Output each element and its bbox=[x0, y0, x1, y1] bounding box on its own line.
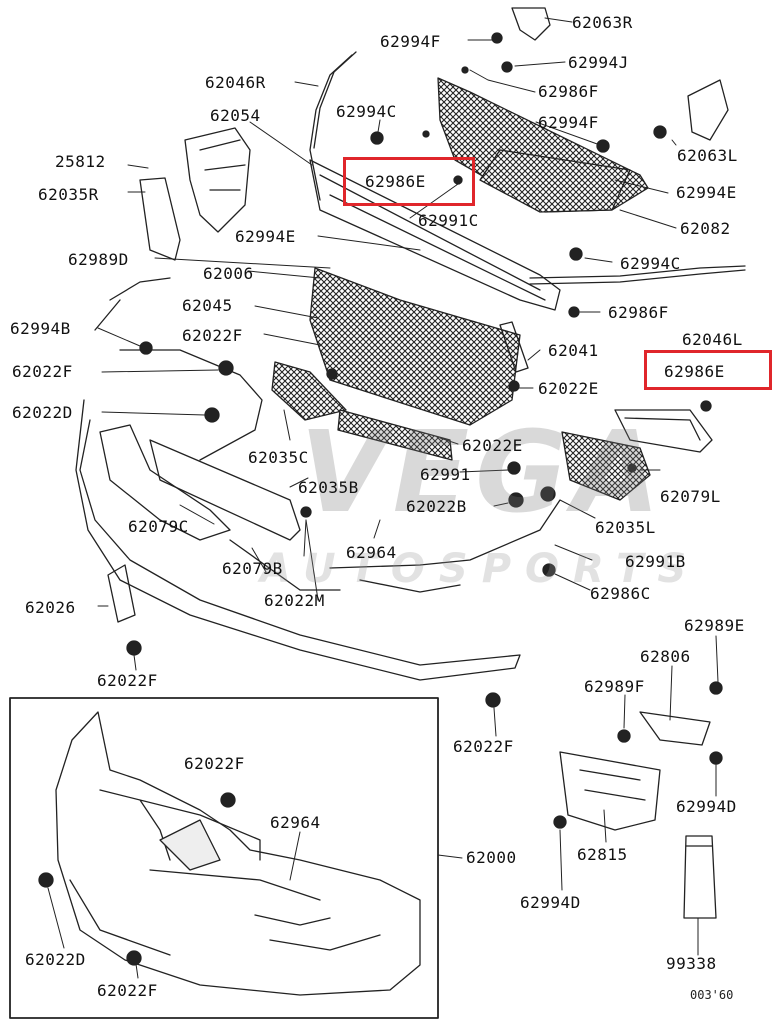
label-62022f-c: 62022F bbox=[97, 671, 158, 690]
label-62079b: 62079B bbox=[222, 559, 283, 578]
label-62045: 62045 bbox=[182, 296, 233, 315]
label-62026: 62026 bbox=[25, 598, 76, 617]
left-grille-strip bbox=[271, 361, 347, 421]
upper-grille-lower-mesh bbox=[479, 149, 631, 213]
label-62022e-b: 62022E bbox=[462, 436, 523, 455]
label-62022f-d: 62022F bbox=[453, 737, 514, 756]
assembled-bumper bbox=[55, 711, 421, 996]
label-62035c: 62035C bbox=[248, 448, 309, 467]
bracket-25812 bbox=[184, 127, 251, 233]
label-62022d-a: 62022D bbox=[12, 403, 73, 422]
right-grille-62035l bbox=[561, 431, 651, 501]
label-62986c: 62986C bbox=[590, 584, 651, 603]
highlight-62986e-right bbox=[644, 350, 772, 390]
label-62989d: 62989D bbox=[68, 250, 129, 269]
highlight-62986e-left bbox=[343, 157, 475, 206]
label-62994d-bottom: 62994D bbox=[520, 893, 581, 912]
bracket-62806 bbox=[639, 711, 711, 746]
label-62022m: 62022M bbox=[264, 591, 325, 610]
label-62994b: 62994B bbox=[10, 319, 71, 338]
bracket-62063l bbox=[687, 79, 729, 141]
label-62989e: 62989E bbox=[684, 616, 745, 635]
left-lamp-cover bbox=[149, 439, 301, 541]
label-99338: 99338 bbox=[666, 954, 717, 973]
label-62986f-mid: 62986F bbox=[608, 303, 669, 322]
label-62035b: 62035B bbox=[298, 478, 359, 497]
label-62022f-b: 62022F bbox=[12, 362, 73, 381]
drawing-number: 003'60 bbox=[690, 988, 734, 1002]
label-62035l: 62035L bbox=[595, 518, 656, 537]
label-62006: 62006 bbox=[203, 264, 254, 283]
label-62991b: 62991B bbox=[625, 552, 686, 571]
label-62041: 62041 bbox=[548, 341, 599, 360]
label-62994c-mid: 62994C bbox=[620, 254, 681, 273]
label-62994j: 62994J bbox=[568, 53, 629, 72]
label-62046r: 62046R bbox=[205, 73, 266, 92]
label-25812: 25812 bbox=[55, 152, 106, 171]
label-62079c: 62079C bbox=[128, 517, 189, 536]
label-62022e-a: 62022E bbox=[538, 379, 599, 398]
watermark-logo: VEGA bbox=[300, 408, 666, 538]
label-62964-b: 62964 bbox=[270, 813, 321, 832]
label-62000: 62000 bbox=[466, 848, 517, 867]
label-62994d-right: 62994D bbox=[676, 797, 737, 816]
right-fog-bracket bbox=[614, 409, 713, 453]
label-62063l: 62063L bbox=[677, 146, 738, 165]
label-62806: 62806 bbox=[640, 647, 691, 666]
bracket-62063r bbox=[511, 7, 551, 41]
label-62022f-a: 62022F bbox=[182, 326, 243, 345]
label-62022f-e: 62022F bbox=[184, 754, 245, 773]
label-62994f-top: 62994F bbox=[380, 32, 441, 51]
label-62994e-right: 62994E bbox=[676, 183, 737, 202]
bumper-cover-exploded bbox=[75, 277, 521, 681]
label-62986f-top: 62986F bbox=[538, 82, 599, 101]
label-62046l: 62046L bbox=[682, 330, 743, 349]
label-62994e-left: 62994E bbox=[235, 227, 296, 246]
label-62063r: 62063R bbox=[572, 13, 633, 32]
label-62054: 62054 bbox=[210, 106, 261, 125]
watermark-subtitle: AUTOSPORTS bbox=[260, 546, 701, 592]
label-62994c-top: 62994C bbox=[336, 102, 397, 121]
part-62041 bbox=[499, 321, 529, 373]
label-62991: 62991 bbox=[420, 465, 471, 484]
label-62994f-mid: 62994F bbox=[538, 113, 599, 132]
part-62026 bbox=[107, 564, 136, 623]
reinforcement-62054 bbox=[309, 159, 561, 311]
bracket-62035r bbox=[139, 177, 181, 261]
molding-62046l bbox=[529, 265, 746, 279]
label-62986e-right: 62986E bbox=[664, 362, 725, 381]
leader-lines bbox=[47, 17, 719, 979]
label-62082: 62082 bbox=[680, 219, 731, 238]
touch-up-paint-99338 bbox=[683, 835, 717, 919]
label-62815: 62815 bbox=[577, 845, 628, 864]
label-62964-a: 62964 bbox=[346, 543, 397, 562]
label-62022f-f: 62022F bbox=[97, 981, 158, 1000]
center-lower-strip bbox=[337, 409, 453, 461]
label-62079l: 62079L bbox=[660, 487, 721, 506]
left-fog-bracket bbox=[99, 424, 231, 541]
assembly-inset-frame bbox=[9, 697, 439, 1019]
label-62022b: 62022B bbox=[406, 497, 467, 516]
label-62035r: 62035R bbox=[38, 185, 99, 204]
label-62022d-b: 62022D bbox=[25, 950, 86, 969]
license-plate-bracket bbox=[559, 751, 661, 831]
center-grille-mesh bbox=[309, 267, 521, 426]
label-62989f: 62989F bbox=[584, 677, 645, 696]
label-62986e-left: 62986E bbox=[365, 172, 426, 191]
label-62991c: 62991C bbox=[418, 211, 479, 230]
